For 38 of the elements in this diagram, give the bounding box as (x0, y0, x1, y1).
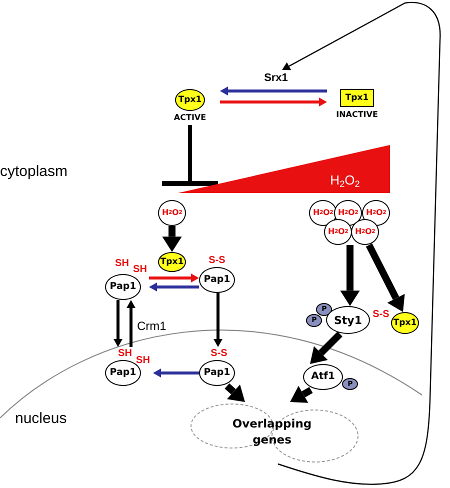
bond-label: S-S (208, 256, 226, 266)
region-label: cytoplasm (0, 163, 68, 180)
state-label: INACTIVE (336, 111, 378, 119)
protein-label: Srx1 (263, 70, 289, 86)
bond-label: SH (115, 259, 129, 269)
concentration-label: H$_{2}$O$_{2}$ (330, 174, 360, 186)
arrow (220, 98, 327, 106)
protein-ellipse: Pap1 (199, 360, 235, 386)
state-label: ACTIVE (174, 114, 206, 122)
bond-label: S-S (372, 310, 390, 320)
arrow (162, 226, 182, 252)
protein-ellipse: Tpx1 (391, 312, 419, 334)
arrow (310, 332, 342, 364)
curved-arrow (278, 2, 441, 485)
region-label: nucleus (15, 410, 67, 427)
arrow (149, 274, 199, 282)
protein-ellipse: Pap1 (105, 274, 141, 300)
arrow (340, 245, 360, 306)
transport-label: Crm1 (137, 319, 166, 333)
bond-label: SH (133, 265, 147, 275)
protein-ellipse: Sty1 (326, 306, 370, 334)
protein-ellipse: Atf1 (303, 364, 343, 390)
gene-label: Overlapping genes (231, 416, 313, 448)
arrow (126, 300, 136, 347)
arrow (290, 386, 313, 403)
bond-label: S-S (210, 349, 228, 359)
protein-ellipse: Tpx1 (175, 89, 205, 111)
protein-ellipse: Pap1 (199, 267, 235, 293)
arrow (224, 383, 245, 402)
arrow (366, 243, 405, 312)
arrow (220, 86, 327, 96)
arrow (114, 300, 122, 347)
protein-box: Tpx1 (340, 89, 374, 107)
arrow (214, 293, 222, 347)
protein-ellipse: Tpx1 (158, 252, 186, 272)
bond-label: SH (118, 349, 132, 359)
arrow (149, 282, 199, 292)
arrow (153, 368, 199, 378)
